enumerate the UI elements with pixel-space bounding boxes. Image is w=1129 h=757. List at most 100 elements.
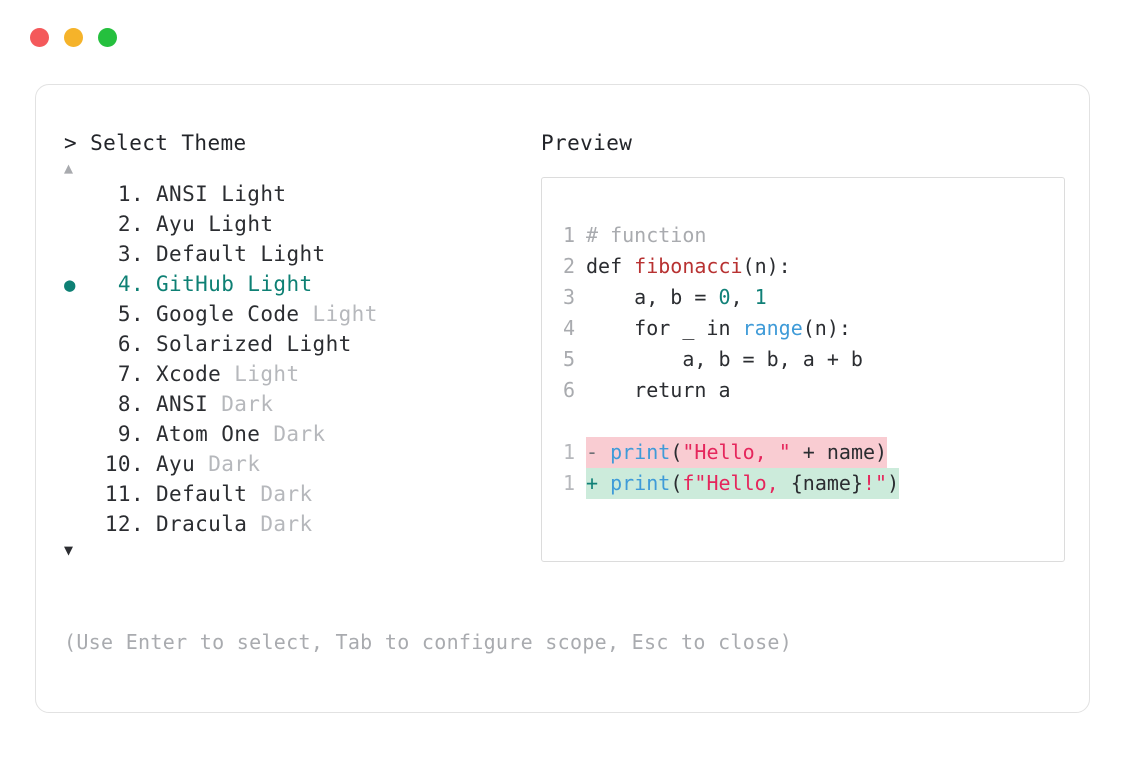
bullet-placeholder bbox=[64, 480, 94, 510]
theme-list-item[interactable]: 8.ANSI Dark bbox=[64, 389, 534, 419]
code-token: !" bbox=[862, 471, 888, 495]
diff-sign: - bbox=[586, 440, 611, 464]
theme-item-variant: Light bbox=[286, 332, 352, 356]
bullet-placeholder bbox=[64, 510, 94, 540]
code-token: fibonacci bbox=[634, 254, 743, 278]
window-maximize-button[interactable] bbox=[98, 28, 117, 47]
theme-item-index: 10. bbox=[104, 452, 144, 476]
theme-list-item[interactable]: 11. Default Dark bbox=[64, 479, 534, 509]
line-number: 1 bbox=[562, 440, 575, 464]
bullet-placeholder bbox=[64, 300, 94, 330]
window-traffic-lights bbox=[30, 28, 117, 47]
theme-item-index: 2. bbox=[104, 212, 144, 236]
code-line-text: return a bbox=[586, 375, 730, 406]
code-token: "Hello, " bbox=[682, 440, 791, 464]
theme-list-item[interactable]: 3.Default Light bbox=[64, 239, 534, 269]
theme-item-variant: Light bbox=[234, 362, 300, 386]
theme-item-variant: Light bbox=[260, 242, 326, 266]
bullet-placeholder bbox=[64, 390, 94, 420]
window-minimize-button[interactable] bbox=[64, 28, 83, 47]
theme-item-name: Xcode bbox=[156, 362, 235, 386]
theme-item-name: ANSI bbox=[156, 182, 222, 206]
line-number: 2 bbox=[562, 254, 575, 278]
theme-item-variant: Dark bbox=[208, 452, 261, 476]
line-number: 6 bbox=[562, 378, 575, 402]
bullet-placeholder bbox=[64, 180, 94, 210]
line-number: 1 bbox=[562, 471, 575, 495]
code-token: ( bbox=[670, 471, 683, 495]
code-token: def bbox=[586, 254, 635, 278]
selected-bullet-icon: ● bbox=[64, 274, 76, 296]
theme-list-item[interactable]: 10. Ayu Dark bbox=[64, 449, 534, 479]
code-line-text: # function bbox=[586, 220, 706, 251]
code-token: # function bbox=[586, 223, 707, 247]
code-line: 2 def fibonacci(n): bbox=[542, 251, 1064, 282]
scroll-up-arrow-icon[interactable]: ▲ bbox=[64, 159, 74, 177]
theme-item-name: Google Code bbox=[156, 302, 313, 326]
code-line-text: for _ in range(n): bbox=[586, 313, 851, 344]
theme-list-item[interactable]: 7. Xcode Light bbox=[64, 359, 534, 389]
diff-line-minus: 1- print("Hello, " + name) bbox=[542, 437, 1064, 468]
keyboard-hint: (Use Enter to select, Tab to configure s… bbox=[64, 630, 793, 654]
line-number: 5 bbox=[562, 347, 575, 371]
code-token: for _ in bbox=[586, 316, 743, 340]
theme-item-index: 3. bbox=[104, 242, 144, 266]
code-token: range bbox=[742, 316, 803, 340]
diff-highlight: + print(f"Hello, {name}!") bbox=[586, 468, 900, 499]
code-token: print bbox=[610, 471, 671, 495]
theme-item-index: 8. bbox=[104, 392, 144, 416]
line-number: 1 bbox=[562, 223, 575, 247]
theme-item-name: Dracula bbox=[156, 512, 261, 536]
theme-item-index: 11. bbox=[104, 482, 144, 506]
theme-item-name: Ayu bbox=[156, 452, 209, 476]
theme-item-name: Ayu bbox=[156, 212, 209, 236]
code-token: ( bbox=[670, 440, 683, 464]
prompt-label: > Select Theme bbox=[64, 131, 247, 155]
code-token: ) bbox=[887, 471, 900, 495]
theme-list-item[interactable]: 1.ANSI Light bbox=[64, 179, 534, 209]
theme-item-name: GitHub bbox=[156, 272, 248, 296]
theme-item-variant: Light bbox=[247, 272, 313, 296]
theme-item-index: 9. bbox=[104, 422, 144, 446]
line-number: 3 bbox=[562, 285, 575, 309]
code-token: 1 bbox=[754, 285, 767, 309]
theme-item-variant: Light bbox=[312, 302, 378, 326]
code-token: 0 bbox=[718, 285, 731, 309]
code-line-text: def fibonacci(n): bbox=[586, 251, 791, 282]
theme-item-variant: Dark bbox=[273, 422, 326, 446]
theme-list-item[interactable]: 9.Atom One Dark bbox=[64, 419, 534, 449]
scroll-down-arrow-icon[interactable]: ▼ bbox=[64, 541, 74, 559]
code-line: 5 a, b = b, a + b bbox=[542, 344, 1064, 375]
theme-item-name: Solarized bbox=[156, 332, 287, 356]
window-close-button[interactable] bbox=[30, 28, 49, 47]
code-token: (n): bbox=[802, 316, 851, 340]
line-number: 4 bbox=[562, 316, 575, 340]
theme-item-variant: Light bbox=[208, 212, 274, 236]
code-line: 6 return a bbox=[542, 375, 1064, 406]
theme-item-index: 12. bbox=[104, 512, 144, 536]
code-token: {name} bbox=[790, 471, 863, 495]
theme-list-item[interactable]: 5. Google Code Light bbox=[64, 299, 534, 329]
code-token: (n): bbox=[742, 254, 791, 278]
bullet-placeholder bbox=[64, 420, 94, 450]
theme-list-item[interactable]: ● 4. GitHub Light bbox=[64, 269, 534, 299]
diff-line-plus: 1 + print(f"Hello, {name}!") bbox=[542, 468, 1064, 499]
theme-item-name: Default bbox=[156, 482, 261, 506]
bullet-placeholder bbox=[64, 330, 94, 360]
theme-list-item[interactable]: 6.Solarized Light bbox=[64, 329, 534, 359]
code-token: + name) bbox=[790, 440, 888, 464]
code-spacer bbox=[542, 406, 1064, 437]
theme-item-index: 4. bbox=[104, 272, 144, 296]
bullet-placeholder bbox=[64, 360, 94, 390]
theme-list-item[interactable]: 12.Dracula Dark bbox=[64, 509, 534, 539]
theme-item-index: 7. bbox=[104, 362, 144, 386]
code-token: f"Hello, bbox=[682, 471, 791, 495]
theme-item-index: 5. bbox=[104, 302, 144, 326]
theme-list-pane: > Select Theme ▲ 1.ANSI Light 2. Ayu Ligh… bbox=[64, 129, 534, 561]
theme-list-item[interactable]: 2. Ayu Light bbox=[64, 209, 534, 239]
theme-item-variant: Light bbox=[221, 182, 287, 206]
theme-item-variant: Dark bbox=[260, 482, 313, 506]
